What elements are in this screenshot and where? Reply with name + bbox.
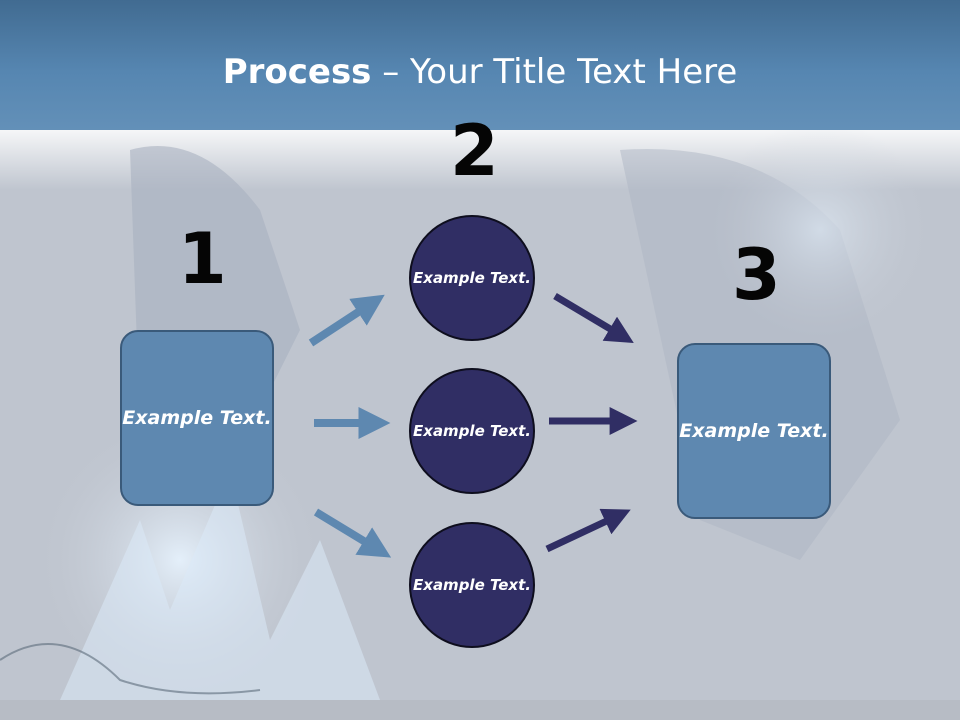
step-number-3: 3 — [732, 234, 781, 316]
title-rest: – Your Title Text Here — [371, 52, 738, 92]
step-number-1: 1 — [178, 218, 227, 300]
process-circle-bottom: Example Text. — [409, 522, 535, 648]
process-circle-middle: Example Text. — [409, 368, 535, 494]
arrow-bottom-to-right — [545, 508, 631, 553]
step-number-2: 2 — [450, 110, 499, 192]
slide-title: Process – Your Title Text Here — [0, 52, 960, 92]
arrow-top-to-right — [553, 292, 634, 344]
circle-middle-text: Example Text. — [413, 421, 531, 440]
right-process-box: Example Text. — [677, 343, 831, 519]
circle-bottom-text: Example Text. — [413, 575, 531, 594]
left-process-box: Example Text. — [120, 330, 274, 506]
title-band — [0, 0, 960, 130]
left-box-text: Example Text. — [122, 406, 272, 429]
title-bold: Process — [222, 52, 372, 92]
arrow-left-to-top — [308, 294, 385, 347]
arrow-left-to-bottom — [313, 508, 392, 558]
circle-top-text: Example Text. — [413, 268, 531, 287]
process-circle-top: Example Text. — [409, 215, 535, 341]
right-box-text: Example Text. — [679, 419, 829, 442]
